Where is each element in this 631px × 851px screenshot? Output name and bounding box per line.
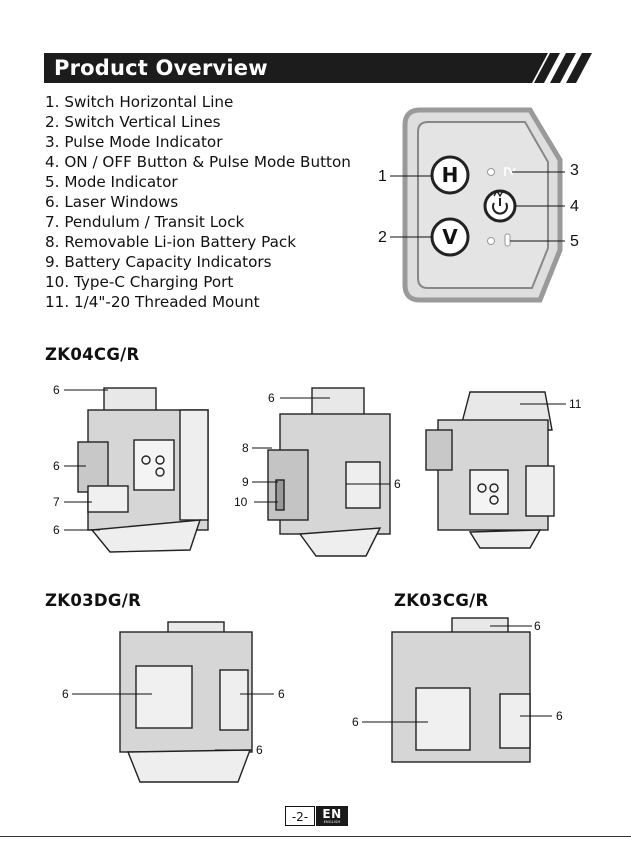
callout-6: 6 xyxy=(534,619,541,633)
footer-divider xyxy=(0,836,631,837)
list-item: 6. Laser Windows xyxy=(45,193,179,211)
list-item: 7. Pendulum / Transit Lock xyxy=(45,213,245,231)
callout-6: 6 xyxy=(352,715,359,729)
callout-6: 6 xyxy=(556,709,563,723)
callout-6: 6 xyxy=(53,523,60,537)
callout-5: 5 xyxy=(570,233,579,250)
page-number: -2- xyxy=(285,806,315,826)
callout-6: 6 xyxy=(53,383,60,397)
h-button-label: H xyxy=(441,163,459,187)
list-item: 10. Type-C Charging Port xyxy=(45,273,234,291)
list-item: 5. Mode Indicator xyxy=(45,173,178,191)
list-item: 3. Pulse Mode Indicator xyxy=(45,133,223,151)
callout-6: 6 xyxy=(62,687,69,701)
page-title: Product Overview xyxy=(54,56,268,80)
list-item: 11. 1/4"-20 Threaded Mount xyxy=(45,293,260,311)
model-title-zk03c: ZK03CG/R xyxy=(394,591,489,610)
device-illustrations xyxy=(64,387,566,783)
list-item: 9. Battery Capacity Indicators xyxy=(45,253,272,271)
list-item: 8. Removable Li-ion Battery Pack xyxy=(45,233,297,251)
model-title-zk03d: ZK03DG/R xyxy=(45,591,142,610)
control-panel-illustration xyxy=(390,107,565,303)
callout-8: 8 xyxy=(242,441,249,455)
list-item: 4. ON / OFF Button & Pulse Mode Button xyxy=(45,153,351,171)
language-code: EN xyxy=(322,807,342,821)
header-bar xyxy=(44,53,592,83)
callout-6: 6 xyxy=(53,459,60,473)
callout-2: 2 xyxy=(378,229,387,246)
callout-3: 3 xyxy=(570,162,579,179)
callout-10: 10 xyxy=(234,495,248,509)
callout-4: 4 xyxy=(570,198,579,215)
language-name: ENGLISH xyxy=(323,820,341,824)
callout-6: 6 xyxy=(394,477,401,491)
callout-1: 1 xyxy=(378,168,387,185)
callout-11: 11 xyxy=(569,397,582,411)
model-title-zk04: ZK04CG/R xyxy=(45,345,140,364)
list-item: 1. Switch Horizontal Line xyxy=(45,93,234,111)
callout-6: 6 xyxy=(268,391,275,405)
v-button-label: V xyxy=(442,225,458,249)
callout-9: 9 xyxy=(242,475,249,489)
callout-7: 7 xyxy=(53,495,60,509)
callout-6: 6 xyxy=(256,743,263,757)
language-badge: EN ENGLISH xyxy=(316,806,348,826)
callout-6: 6 xyxy=(278,687,285,701)
parts-list: 1. Switch Horizontal Line 2. Switch Vert… xyxy=(45,92,351,312)
list-item: 2. Switch Vertical Lines xyxy=(45,113,221,131)
